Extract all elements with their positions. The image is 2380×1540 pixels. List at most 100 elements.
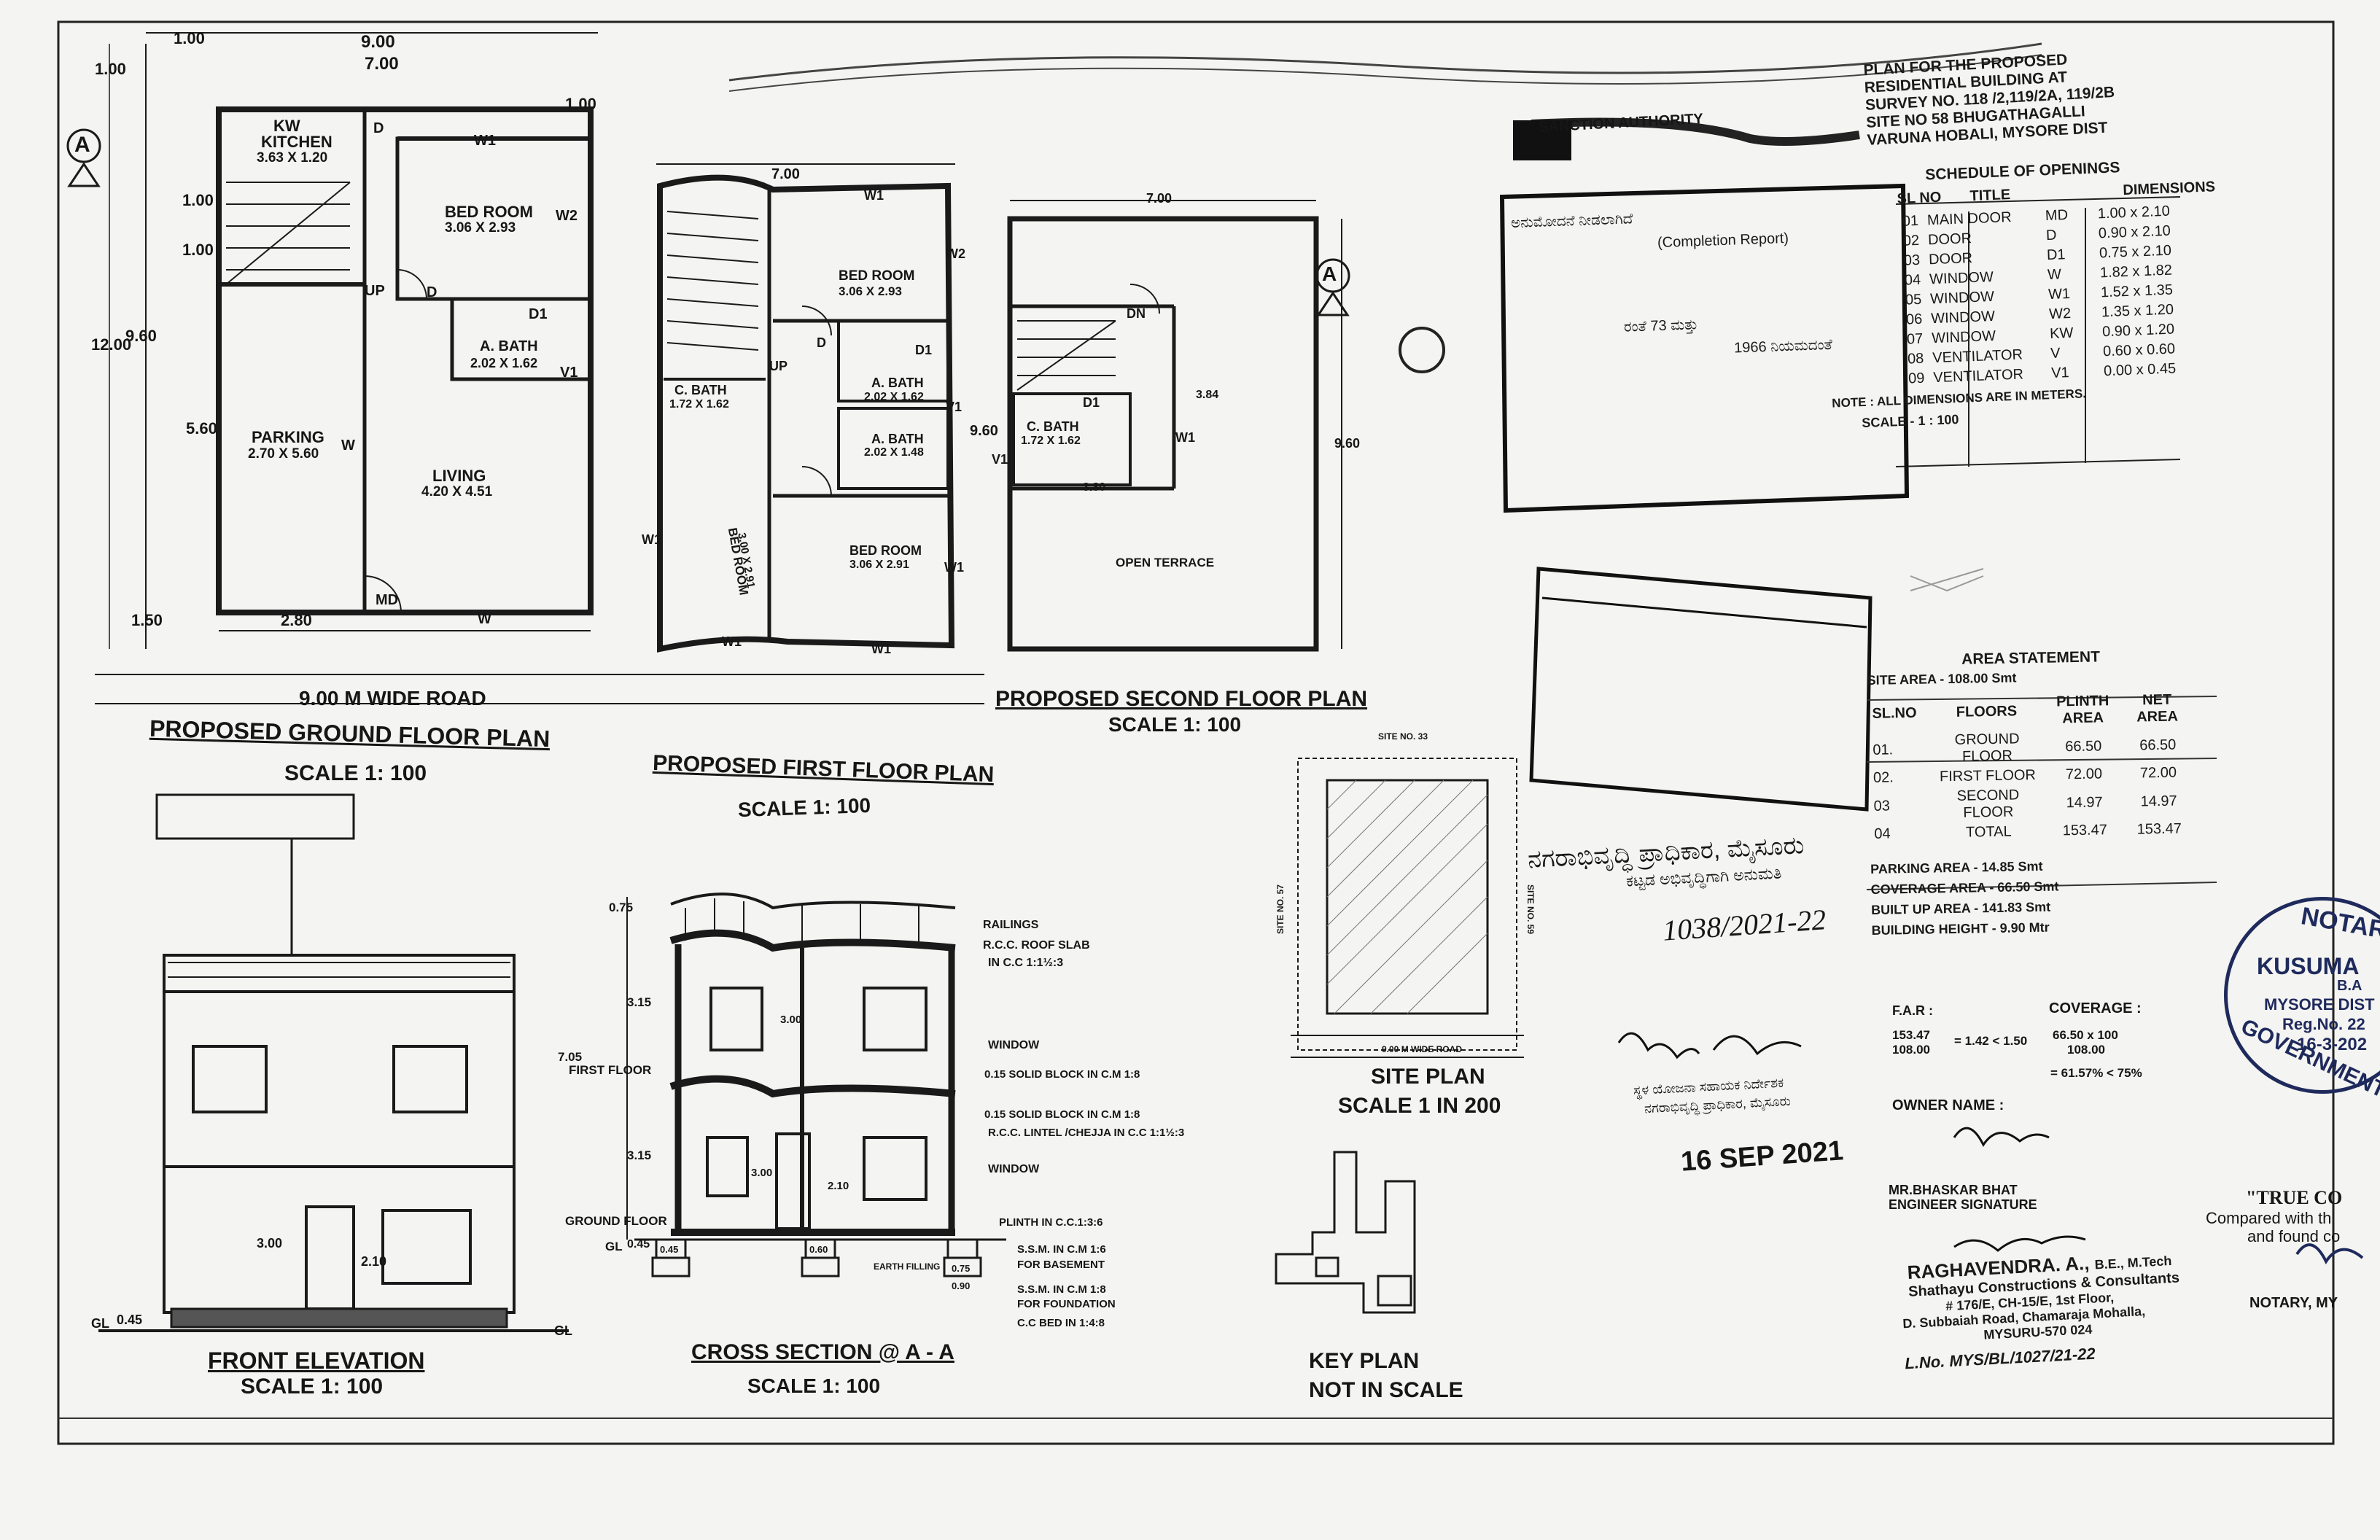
sf-opening-dn: DN [1127,306,1146,321]
gf-opening-up: UP [365,283,385,299]
elev-door-height: 2.10 [361,1254,387,1269]
ff-dim-left: 9.60 [970,423,998,439]
notary-stamp-reg: Reg.No. 22 [2282,1015,2365,1033]
approval-box [1529,567,1872,812]
gf-dim-height: 12.00 [91,335,132,354]
gf-dim-bottom: 2.80 [281,611,312,629]
gf-plan-scale: SCALE 1: 100 [284,761,427,785]
sec-note-roof-slab-mix: IN C.C 1:1½:3 [988,957,1064,969]
sf-section-mark: A [1322,262,1337,285]
signature-engineer [1953,1235,2086,1252]
schedule-table-lines [1895,196,2181,467]
sf-dim-inner: 3.80 [1083,481,1106,494]
gf-opening-w: W [341,438,355,454]
gf-dim-left2: 1.00 [182,191,214,209]
gf-room-parking: PARKING [252,428,324,446]
ff-room-bedroom-2-size: 3.06 X 2.91 [849,559,909,571]
elev-height: 3.00 [257,1236,283,1251]
sec-win2: 3.00 [751,1167,773,1179]
sec-gl-val: 0.45 [627,1238,650,1251]
sec-gl: GL [605,1240,623,1253]
gf-dim-height2: 9.60 [125,327,157,345]
signature-authority [1617,1032,1700,1059]
gf-dim-left3: 1.00 [182,241,214,259]
true-copy-label: "TRUE CO [2246,1187,2343,1208]
signature-owner [1953,1127,2050,1147]
notary-stamp-dist: MYSORE DIST [2264,995,2375,1014]
gf-dim-top3: 7.00 [365,54,399,74]
ff-dim-top: 7.00 [771,166,800,182]
sec-footing-1: 0.45 [660,1244,679,1255]
sec-h-total: 7.05 [558,1050,583,1064]
elev-gl-val: 0.45 [117,1312,143,1327]
sf-room-cbath: C. BATH [1027,419,1079,434]
gf-opening-d: D [373,120,384,136]
sec-footing-2: 0.60 [809,1244,828,1255]
sec-note-block-1: 0.15 SOLID BLOCK IN C.M 1:8 [984,1068,1140,1081]
sec-note-ccbed: C.C BED IN 1:4:8 [1017,1317,1105,1329]
sec-note-foundation: FOR FOUNDATION [1017,1298,1116,1310]
gf-opening-d2: D [427,284,438,300]
far-label: F.A.R : [1892,1003,1933,1018]
owner-name: MR.BHASKAR BHAT [1889,1183,2018,1197]
first-floor-plan-drawing [656,163,955,653]
sec-win1: 3.00 [780,1014,802,1026]
sec-h2: 3.15 [627,1148,652,1162]
elev-gl: GL [91,1316,109,1331]
sec-note-roof-slab: R.C.C. ROOF SLAB [983,939,1090,952]
gf-opening-d1: D1 [529,306,548,322]
ff-opening-d: D [817,335,826,350]
crease-line [728,42,2042,82]
gf-opening-v1: V1 [560,365,578,381]
gf-opening-w1: W1 [474,133,496,149]
ff-opening-w2: W2 [946,246,965,261]
elev-gl-right: GL [554,1323,572,1338]
ff-opening-w1-left: W1 [642,532,661,547]
coverage-denominator: 108.00 [2067,1043,2105,1057]
ff-room-abath-1: A. BATH [871,376,924,390]
site-road-label: 9.00 M WIDE ROAD [1382,1044,1463,1054]
gf-room-living-size: 4.20 X 4.51 [421,484,493,499]
area-table-lines [1866,696,2217,890]
ff-opening-w1-bottom: W1 [871,642,891,656]
ff-opening-w1-right: W1 [944,560,964,575]
sf-dim-right: 9.60 [1334,436,1361,451]
gf-section-mark: A [74,133,90,157]
site-label-33: SITE NO. 33 [1378,731,1428,742]
notary-stamp: NOTARY KUSUMA B.A MYSORE DIST Reg.No. 22… [2224,897,2380,1102]
sec-note-railings: RAILINGS [983,919,1039,931]
gf-room-kitchen-size: 3.63 X 1.20 [257,150,328,166]
ff-room-abath-2-size: 2.02 X 1.48 [864,446,924,459]
engineer-signature-label: ENGINEER SIGNATURE [1889,1197,2037,1212]
key-plan-drawing [1275,1151,1416,1314]
found-label: and found co [2247,1227,2341,1245]
ground-floor-plan-drawing [66,32,984,704]
signature-notary [2295,1243,2364,1264]
notary-stamp-quals: B.A [2337,978,2362,994]
sec-note-plinth: PLINTH IN C.C.1:3:6 [999,1216,1103,1229]
coverage-label: COVERAGE : [2049,1000,2142,1016]
ff-room-abath-2: A. BATH [871,432,924,446]
sec-scale: SCALE 1: 100 [747,1374,881,1397]
sf-opening-w1: W1 [1175,430,1195,445]
gf-dim-left1: 1.00 [95,60,126,78]
sf-dim-inner2: 3.84 [1196,389,1219,401]
gf-opening-w2: W2 [556,208,578,224]
far-numerator: 153.47 [1892,1028,1930,1042]
sec-note-block-2: 0.15 SOLID BLOCK IN C.M 1:8 [984,1108,1140,1121]
sec-h1: 3.15 [627,995,652,1009]
ff-room-bedroom-1: BED ROOM [839,268,915,284]
gf-opening-md: MD [376,592,399,608]
sf-plan-title: PROPOSED SECOND FLOOR PLAN [995,687,1368,711]
sf-opening-d1: D1 [1083,395,1100,410]
sec-door: 2.10 [828,1180,849,1192]
sf-dim-top: 7.00 [1146,191,1172,206]
far-result: = 1.42 < 1.50 [1954,1034,2028,1048]
site-plan-drawing [1291,758,1524,1058]
ff-opening-w1-bottom-2: W1 [722,634,742,649]
crease-line-2 [728,54,2042,92]
sec-parapet: 0.75 [609,901,634,914]
gf-room-bedroom: BED ROOM [445,203,533,221]
